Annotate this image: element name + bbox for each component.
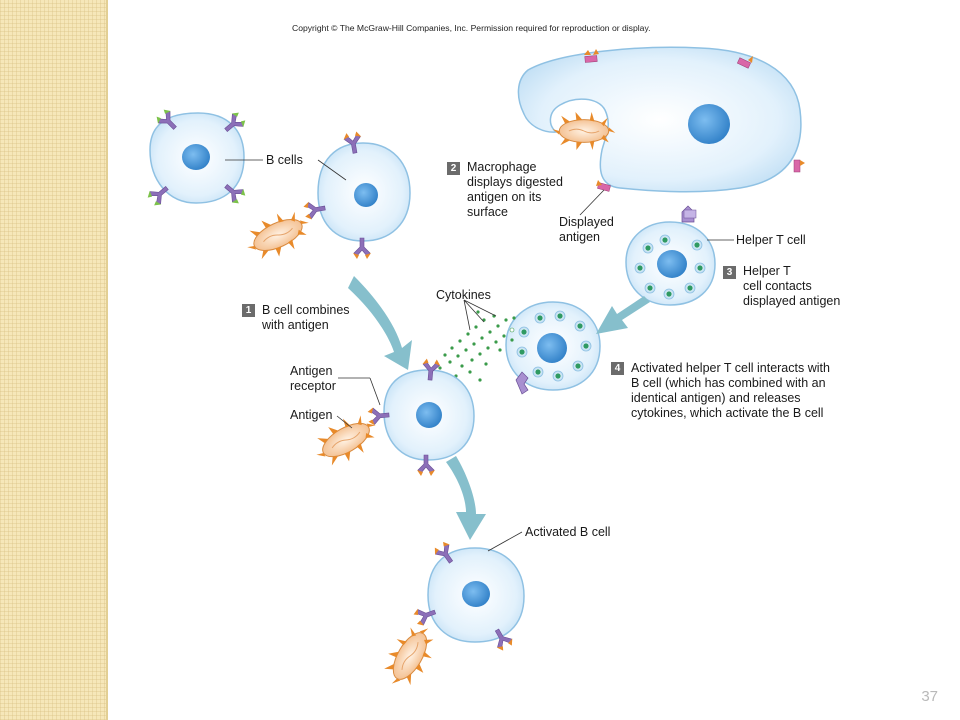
label-activated-helper: Activated helper T cell interacts with B… <box>631 361 830 420</box>
label-b-cell-combines: B cell combines with antigen <box>262 303 350 332</box>
activated-helper-t-cell <box>505 301 601 395</box>
label-b-cells: B cells <box>266 153 303 167</box>
helper-t-cell <box>625 205 716 306</box>
label-antigen-receptor: Antigen receptor <box>290 364 336 393</box>
cytokines <box>438 310 516 382</box>
b-cell-combined <box>366 357 475 477</box>
step-badge-4: 4 <box>611 362 624 375</box>
label-antigen: Antigen <box>290 408 333 422</box>
label-cytokines: Cytokines <box>436 288 491 302</box>
arrow-step-4 <box>446 456 486 540</box>
label-activated-b-cell: Activated B cell <box>525 525 611 539</box>
step-badge-3: 3 <box>723 266 736 279</box>
activated-b-cell <box>411 539 525 654</box>
label-displayed-antigen: Displayed antigen <box>559 215 614 244</box>
b-cell-resting <box>144 106 249 209</box>
decorative-side-band <box>0 0 108 720</box>
b-cell-approaching <box>302 130 411 260</box>
antigen-free <box>239 202 317 268</box>
copyright-notice: Copyright © The McGraw-Hill Companies, I… <box>292 23 651 33</box>
macrophage <box>517 46 805 193</box>
slide-number: 37 <box>921 688 938 705</box>
label-helper-t-contacts: Helper T cell contacts displayed antigen <box>743 264 841 308</box>
step-badge-1: 1 <box>242 304 255 317</box>
antigen-bottom <box>375 616 445 696</box>
label-macrophage: Macrophage displays digested antigen on … <box>467 160 563 219</box>
arrow-step-1 <box>348 276 412 370</box>
label-helper-t-cell: Helper T cell <box>736 233 806 247</box>
step-badge-2: 2 <box>447 162 460 175</box>
arrow-step-3 <box>596 296 650 334</box>
